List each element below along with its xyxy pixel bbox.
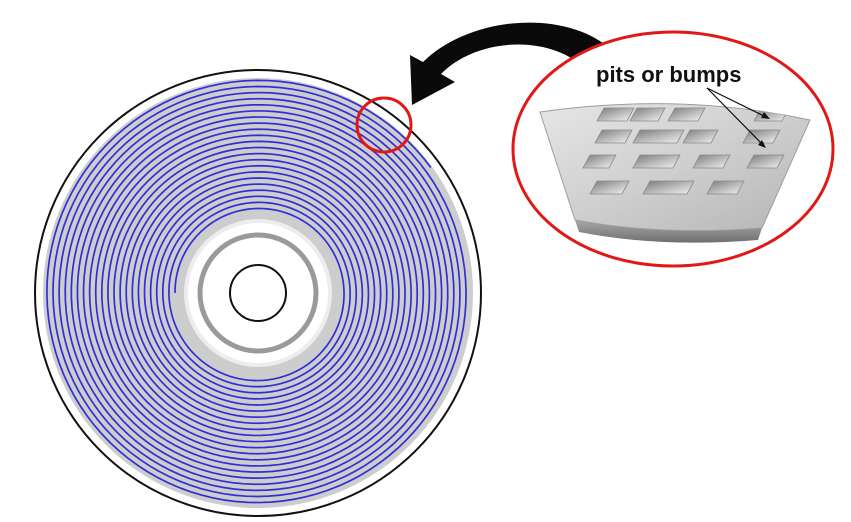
pointer-line-2 <box>706 87 765 147</box>
disc-surface-closeup <box>539 103 811 243</box>
spiral-track <box>46 79 467 504</box>
disc-hub-ring <box>197 232 319 354</box>
spiral-track-line <box>46 79 467 504</box>
pits-group <box>582 107 790 195</box>
pit-2-3 <box>682 129 719 144</box>
optical-disc <box>34 69 482 517</box>
pointer-head-1 <box>761 112 770 119</box>
surface-front-edge <box>575 220 762 243</box>
magnify-highlight-circle <box>355 96 413 154</box>
label-pointer-arrows <box>706 87 770 148</box>
curved-arrow-icon <box>410 22 612 105</box>
pit-4-1 <box>589 180 630 195</box>
pit-3-1 <box>582 154 617 169</box>
pit-3-4 <box>746 154 785 169</box>
pointer-line-1 <box>706 87 769 119</box>
pit-2-1 <box>594 129 633 144</box>
pit-2-2 <box>632 129 685 144</box>
curved-arrow-body <box>410 22 612 105</box>
disc-center-hole <box>229 264 287 322</box>
pointer-head-2 <box>758 140 766 148</box>
pit-4-2 <box>642 180 695 195</box>
pit-3-2 <box>632 154 681 169</box>
pit-3-3 <box>692 154 731 169</box>
pit-4-3 <box>706 180 745 195</box>
pit-1-2 <box>629 107 666 122</box>
pits-or-bumps-label: pits or bumps <box>596 62 741 87</box>
pit-1-1 <box>596 107 635 122</box>
pit-1-3 <box>667 107 706 122</box>
